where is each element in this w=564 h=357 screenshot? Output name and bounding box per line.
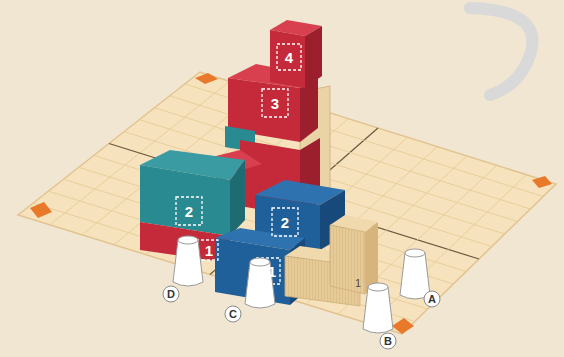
corner-square (532, 176, 552, 188)
callout-number: 2 (185, 204, 193, 219)
pawn-label: D (163, 286, 180, 303)
corner-square (195, 73, 218, 84)
callout-number: 3 (271, 96, 279, 111)
pawn-label: C (225, 306, 242, 323)
game-board (18, 72, 556, 334)
pawn-label: B (380, 333, 397, 350)
blocks (140, 20, 378, 306)
corner-square (30, 202, 52, 218)
callout-number: 1 (205, 243, 213, 258)
watermark-swoosh (470, 8, 533, 95)
pawns (173, 236, 430, 333)
callout-number: 4 (285, 50, 293, 65)
callout-number: 2 (281, 215, 289, 230)
grid-line (370, 175, 526, 324)
callout-number: 1 (268, 264, 276, 279)
pawn-label: A (424, 291, 441, 308)
callout-number: 1 (355, 278, 361, 289)
corner-square (392, 318, 414, 334)
